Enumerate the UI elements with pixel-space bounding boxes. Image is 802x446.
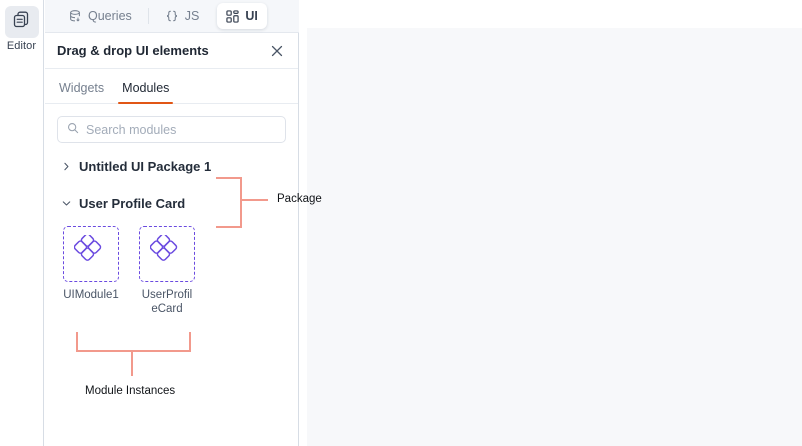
annotation-line	[131, 350, 133, 376]
module-instance-grid: UIModule1 UserProfileCard	[45, 218, 298, 316]
annotation-line	[216, 177, 242, 179]
annotation-line	[189, 332, 191, 352]
module-tree: Untitled UI Package 1 User Profile Card	[45, 143, 298, 316]
ui-elements-panel: Drag & drop UI elements Widgets Modules	[45, 33, 299, 446]
tree-item-user-profile-card[interactable]: User Profile Card	[45, 188, 298, 218]
panel-header: Drag & drop UI elements	[45, 33, 298, 69]
tab-modules[interactable]: Modules	[114, 81, 177, 104]
editor-stacked-docs-icon	[12, 10, 32, 35]
annotation-line	[216, 226, 242, 228]
search-box[interactable]	[57, 116, 286, 143]
panel-subtabs: Widgets Modules	[45, 69, 298, 104]
module-diamonds-icon	[149, 232, 184, 274]
tab-ui[interactable]: UI	[217, 3, 267, 29]
annotation-package-label: Package	[277, 193, 322, 205]
tree-item-label: Untitled UI Package 1	[79, 158, 212, 174]
module-diamonds-icon	[73, 232, 108, 274]
app-canvas[interactable]	[307, 28, 802, 446]
tab-js[interactable]: JS	[156, 3, 209, 29]
tab-js-label: JS	[184, 9, 200, 23]
annotation-line	[240, 177, 242, 228]
annotation-line	[76, 350, 191, 352]
tree-item-untitled-ui-package-1[interactable]: Untitled UI Package 1	[45, 151, 298, 181]
grid-icon	[226, 9, 240, 23]
database-icon	[68, 9, 82, 23]
editor-tab-strip: Queries JS UI	[45, 0, 299, 33]
panel-title: Drag & drop UI elements	[57, 43, 209, 58]
module-instance-name: UIModule1	[63, 289, 119, 301]
chevron-right-icon[interactable]	[61, 162, 71, 171]
editor-rail-label: Editor	[6, 40, 37, 52]
module-instance-uimodule1[interactable]: UIModule1	[63, 226, 119, 316]
annotation-line	[76, 332, 78, 352]
left-rail: Editor	[0, 0, 44, 446]
braces-icon	[165, 9, 179, 23]
search-icon	[67, 121, 79, 139]
tab-queries-label: Queries	[88, 9, 132, 23]
tree-item-label: User Profile Card	[79, 195, 186, 211]
tab-queries[interactable]: Queries	[59, 3, 141, 29]
tab-widgets[interactable]: Widgets	[51, 81, 112, 103]
module-instance-thumb[interactable]	[63, 226, 119, 282]
close-icon[interactable]	[268, 42, 286, 60]
tab-ui-label: UI	[245, 9, 258, 23]
chevron-down-icon[interactable]	[61, 199, 71, 208]
search-input[interactable]	[86, 122, 276, 137]
tab-modules-label: Modules	[122, 81, 170, 95]
editor-rail-button[interactable]	[4, 6, 39, 38]
annotation-module-instances-label: Module Instances	[85, 385, 176, 397]
search-wrapper	[45, 104, 298, 143]
annotation-line	[242, 199, 268, 201]
tab-divider	[147, 8, 149, 24]
module-instance-userprofilecard[interactable]: UserProfileCard	[139, 226, 195, 316]
tab-widgets-label: Widgets	[59, 81, 105, 95]
canvas-area	[300, 0, 802, 446]
module-instance-thumb[interactable]	[139, 226, 195, 282]
module-instance-name: UserProfileCard	[141, 289, 193, 315]
